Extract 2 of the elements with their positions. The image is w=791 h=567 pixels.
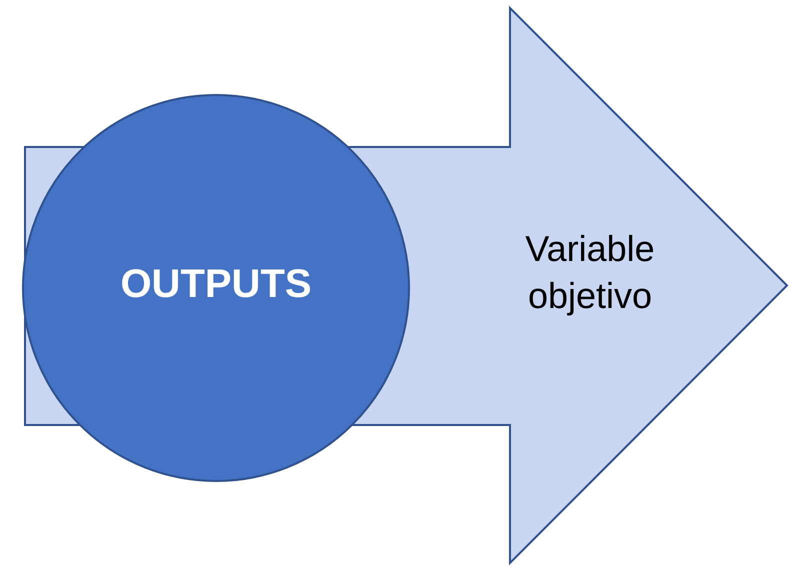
node-label: OUTPUTS (119, 261, 313, 308)
node-label: Variable objetivo (524, 227, 656, 318)
